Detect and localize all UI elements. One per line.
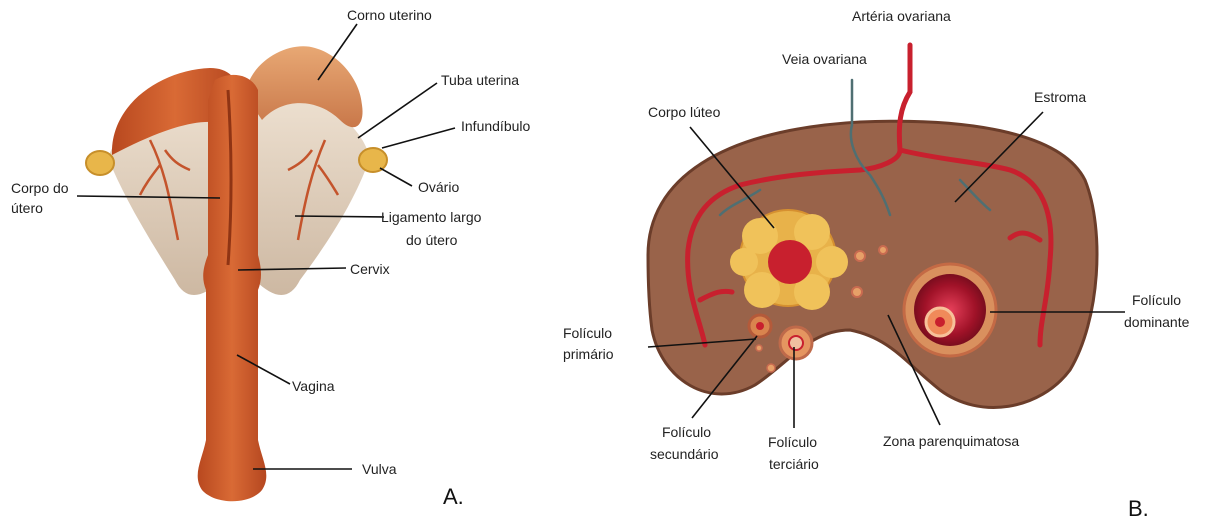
label-estroma: Estroma (1034, 89, 1086, 106)
label-arteria-ovariana: Artéria ovariana (852, 8, 951, 25)
ovary-left (86, 151, 114, 175)
label-foliculo-terciario-line2: terciário (769, 456, 819, 473)
label-foliculo-secundario-line1: Folículo (662, 424, 711, 441)
panel-a-letter: A. (443, 484, 464, 510)
label-ovario: Ovário (418, 179, 459, 196)
label-foliculo-dominante-line2: dominante (1124, 314, 1189, 331)
ovary-illustration (648, 45, 1097, 407)
label-infundibulo: Infundíbulo (461, 118, 530, 135)
label-ligamento-line2: do útero (406, 232, 457, 249)
uterus-illustration (86, 46, 387, 501)
label-corpo-do-utero-line1: Corpo do (11, 180, 69, 197)
label-cervix: Cervix (350, 261, 390, 278)
label-ligamento-line1: Ligamento largo (381, 209, 481, 226)
label-zona-parenquimatosa: Zona parenquimatosa (883, 433, 1019, 450)
label-foliculo-secundario-line2: secundário (650, 446, 719, 463)
label-foliculo-terciario-line1: Folículo (768, 434, 817, 451)
label-corpo-do-utero-line2: útero (11, 200, 43, 217)
label-foliculo-dominante-line1: Folículo (1132, 292, 1181, 309)
label-foliculo-primario-line2: primário (563, 346, 614, 363)
label-veia-ovariana: Veia ovariana (782, 51, 867, 68)
label-vulva: Vulva (362, 461, 397, 478)
label-corno-uterino: Corno uterino (347, 7, 432, 24)
label-tuba-uterina: Tuba uterina (441, 72, 519, 89)
label-vagina: Vagina (292, 378, 335, 395)
dominant-follicle (904, 264, 996, 356)
label-corpo-luteo: Corpo lúteo (648, 104, 720, 121)
label-foliculo-primario-line1: Folículo (563, 325, 612, 342)
panel-b-letter: B. (1128, 496, 1149, 522)
ovary-section (648, 121, 1097, 407)
ovary-right (359, 148, 387, 172)
